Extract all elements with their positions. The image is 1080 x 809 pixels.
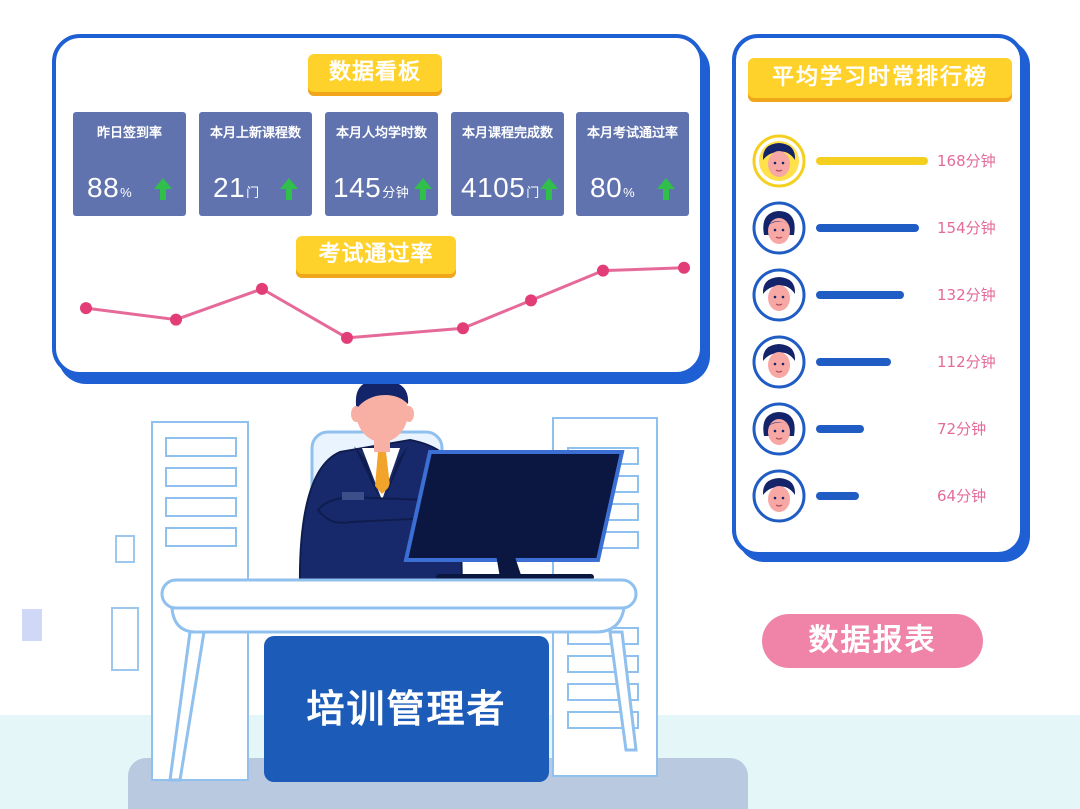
stat-card-label: 本月人均学时数 xyxy=(335,126,427,141)
exam-line-series xyxy=(85,266,685,340)
male-avatar-icon xyxy=(752,134,806,188)
up-arrow-icon xyxy=(154,178,172,200)
dashboard-title: 数据看板 xyxy=(308,54,442,92)
exam-pass-rate-title: 考试通过率 xyxy=(296,236,456,274)
stat-card-label: 本月课程完成数 xyxy=(461,126,553,141)
ranking-bar xyxy=(816,358,891,366)
female-avatar-icon xyxy=(752,402,806,456)
exam-line-point xyxy=(597,264,609,277)
male-avatar-icon xyxy=(752,335,806,389)
stat-card-pass-rate: 本月考试通过率 80% xyxy=(576,112,689,216)
desk-icon xyxy=(160,578,638,782)
ranking-row: 112分钟 xyxy=(752,335,1012,389)
stat-card-value: 21门 xyxy=(213,172,260,203)
stat-card-value: 80% xyxy=(590,172,636,203)
desk-sign-training-manager: 培训管理者 xyxy=(264,636,549,782)
exam-line-point xyxy=(341,331,353,344)
up-arrow-icon xyxy=(280,178,298,200)
exam-line-point xyxy=(457,322,469,335)
ranking-minutes: 72分钟 xyxy=(937,420,987,438)
stat-card-study-time: 本月人均学时数 145分钟 xyxy=(325,112,438,216)
ranking-minutes: 132分钟 xyxy=(937,286,996,304)
ranking-bar xyxy=(816,224,919,232)
stat-card-value: 4105门 xyxy=(461,172,540,203)
data-report-button[interactable]: 数据报表 xyxy=(762,614,983,668)
exam-pass-rate-line-chart xyxy=(80,261,690,344)
ranking-bar xyxy=(816,157,928,165)
exam-line-point xyxy=(80,302,92,315)
ranking-row: 168分钟 xyxy=(752,134,1012,188)
ranking-bar xyxy=(816,291,904,299)
ranking-bar xyxy=(816,425,864,433)
stat-card-value: 88% xyxy=(87,172,133,203)
female-avatar-icon xyxy=(752,201,806,255)
male-avatar-icon xyxy=(752,268,806,322)
stat-card-checkin: 昨日签到率 88% xyxy=(73,112,186,216)
stat-card-value: 145分钟 xyxy=(333,172,410,203)
exam-line-point xyxy=(678,261,690,274)
ranking-row: 154分钟 xyxy=(752,201,1012,255)
up-arrow-icon xyxy=(414,178,432,200)
stat-card-label: 本月上新课程数 xyxy=(209,126,301,141)
ranking-minutes: 112分钟 xyxy=(937,353,996,371)
exam-line-point xyxy=(256,282,268,295)
ranking-minutes: 64分钟 xyxy=(937,487,987,505)
stat-card-completions: 本月课程完成数 4105门 xyxy=(451,112,564,216)
stat-card-new-courses: 本月上新课程数 21门 xyxy=(199,112,312,216)
ranking-title: 平均学习时常排行榜 xyxy=(748,58,1012,98)
stat-card-label: 本月考试通过率 xyxy=(586,126,678,141)
ranking-bar xyxy=(816,492,859,500)
up-arrow-icon xyxy=(540,178,558,200)
ranking-row: 72分钟 xyxy=(752,402,1012,456)
ranking-row: 64分钟 xyxy=(752,469,1012,523)
stat-card-label: 昨日签到率 xyxy=(96,126,162,141)
exam-line-point xyxy=(170,313,182,326)
ranking-row: 132分钟 xyxy=(752,268,1012,322)
up-arrow-icon xyxy=(657,178,675,200)
ranking-minutes: 154分钟 xyxy=(937,219,996,237)
exam-line-point xyxy=(525,294,537,307)
male-avatar-icon xyxy=(752,469,806,523)
ranking-minutes: 168分钟 xyxy=(937,152,996,170)
computer-monitor-icon xyxy=(403,450,625,580)
